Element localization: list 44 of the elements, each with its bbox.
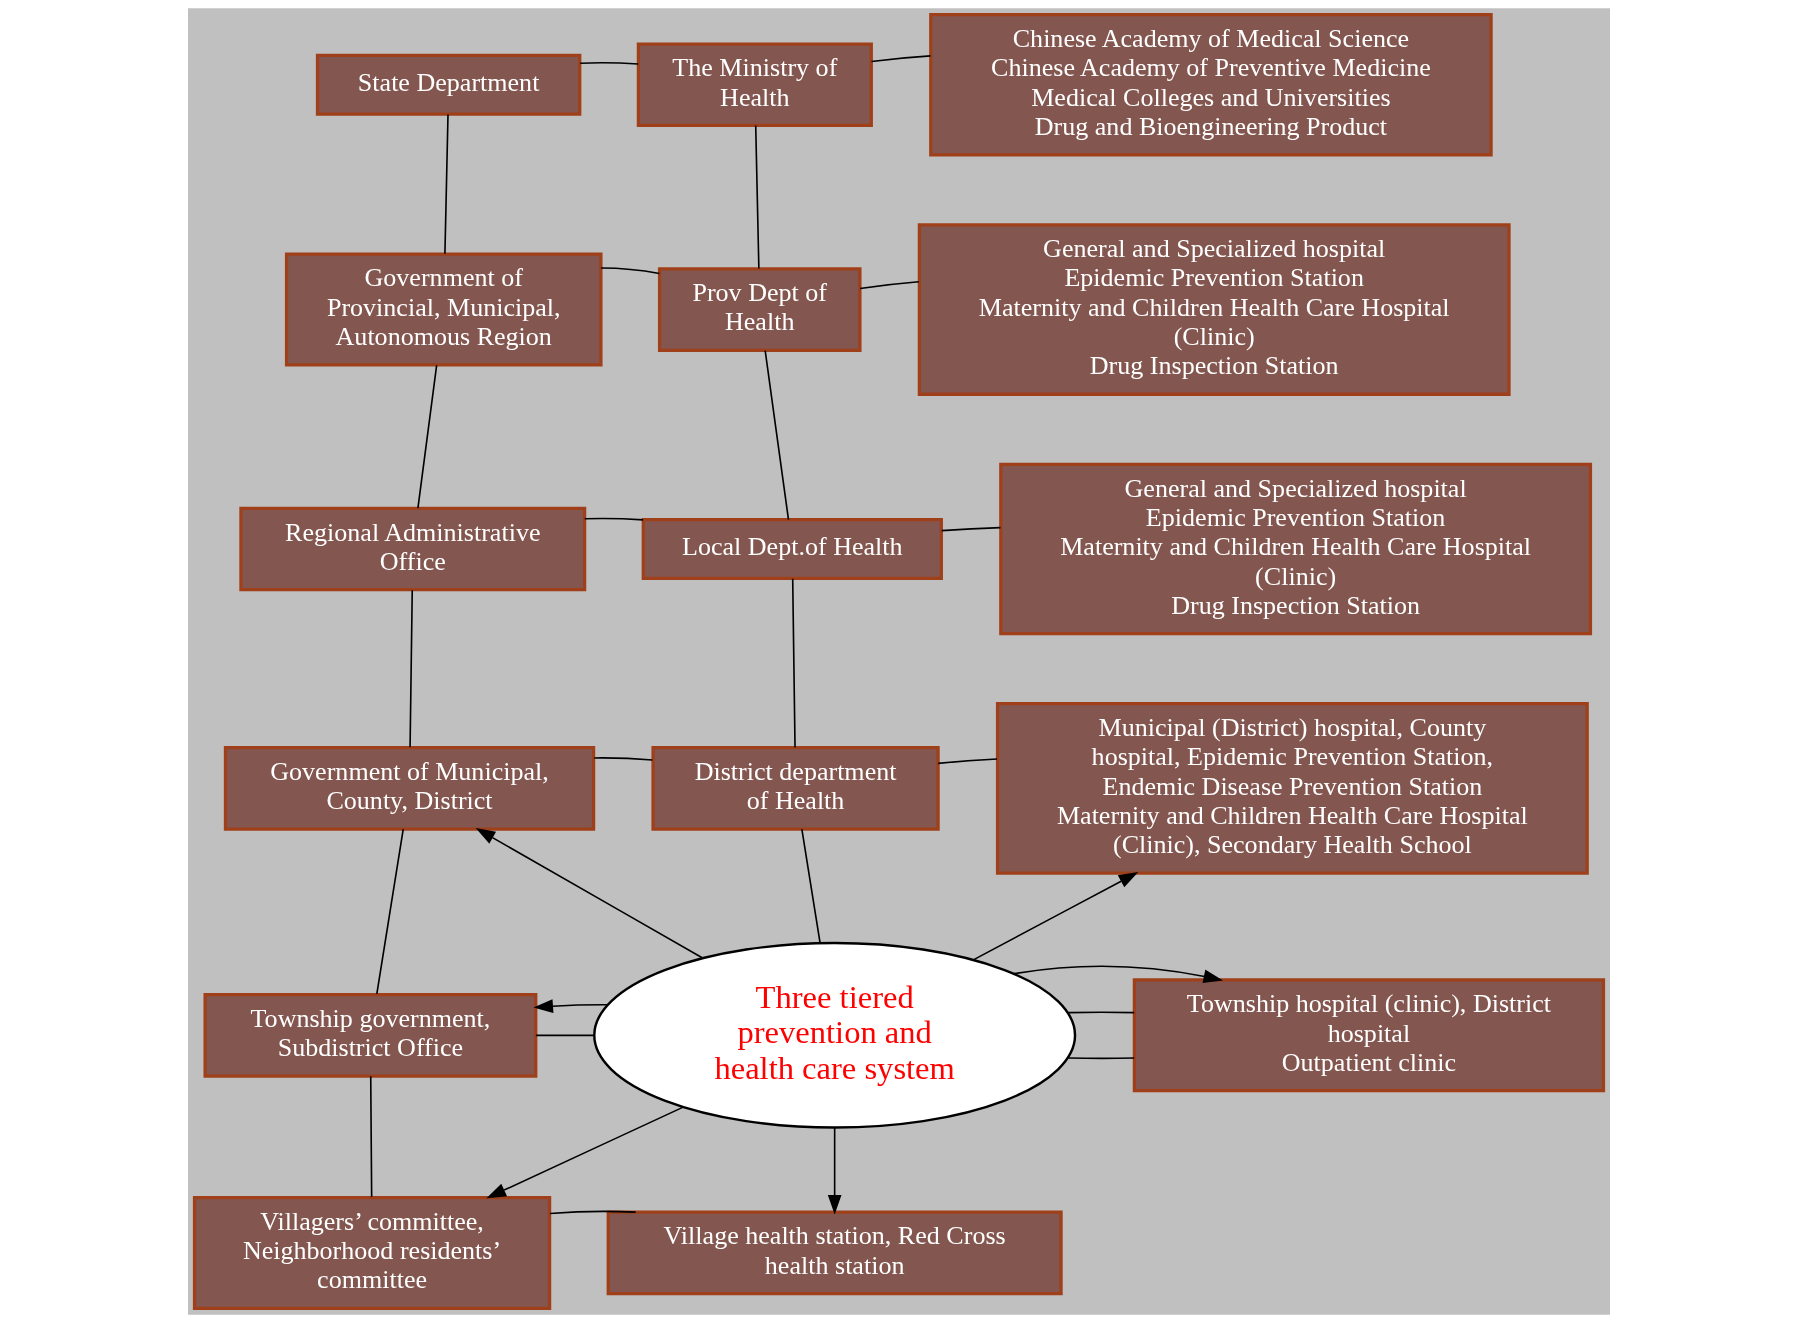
node-box: Chinese Academy of Medical Science Chinese Academy of Preventive Medicine Medical Colleges and Universities Drug and Bioengineering Product	[928, 13, 1493, 157]
node-box: Local Dept.of Health	[641, 518, 943, 580]
node-box: Government of Municipal, County, District	[223, 746, 595, 831]
node-box: Village health station, Red Cross health station	[606, 1210, 1063, 1296]
node-box: General and Specialized hospital Epidemic Prevention Station Maternity and Children Health Care Hospital (Clinic) Drug Inspection Station	[998, 462, 1592, 636]
arrow	[1012, 965, 1223, 983]
arrow	[532, 999, 608, 1013]
node-box: Township hospital (clinic), District hospital Outpatient clinic	[1132, 978, 1605, 1093]
node-ellipse: Three tiered prevention and health care system	[592, 941, 1076, 1129]
connector	[534, 1034, 594, 1037]
node-box: District department of Health	[650, 746, 940, 831]
connector	[936, 758, 998, 765]
arrow	[827, 1127, 841, 1215]
node-box: The Ministry of Health	[636, 42, 873, 128]
connector	[578, 61, 639, 65]
arrow	[972, 872, 1138, 961]
connector	[375, 828, 404, 995]
connector	[416, 364, 437, 509]
arrow	[485, 1106, 684, 1199]
node-box: General and Specialized hospital Epidemic Prevention Station Maternity and Children Health Care Hospital (Clinic) Drug Inspection Station	[917, 223, 1511, 396]
node-box: State Department	[315, 53, 581, 116]
connector	[870, 55, 931, 63]
connector	[583, 517, 644, 521]
node-box: Government of Provincial, Municipal, Autonomous Region	[284, 252, 603, 367]
connector	[791, 577, 796, 749]
connector	[548, 1210, 636, 1215]
connector	[858, 280, 920, 290]
node-box: Municipal (District) hospital, County hospital, Epidemic Prevention Station, Endemic Disease Prevention Station Maternity and Children Health Care Hospital (Clinic), Secondary Health School	[995, 702, 1589, 875]
node-box: Township government, Subdistrict Office	[202, 992, 537, 1078]
connector	[754, 124, 760, 270]
connector	[1067, 1011, 1135, 1014]
connector	[763, 349, 789, 521]
node-box: Regional Administrative Office	[238, 506, 586, 592]
connector	[443, 113, 449, 255]
node-box: Prov Dept of Health	[657, 267, 862, 352]
connector	[1067, 1057, 1135, 1060]
connector	[800, 828, 821, 944]
arrow	[475, 828, 703, 959]
connector	[369, 1075, 372, 1198]
connector	[599, 267, 660, 275]
node-box: Villagers’ committee, Neighborhood residents’ committee	[192, 1195, 551, 1310]
connector	[408, 589, 413, 748]
connector	[592, 757, 653, 761]
connector	[940, 526, 1001, 532]
